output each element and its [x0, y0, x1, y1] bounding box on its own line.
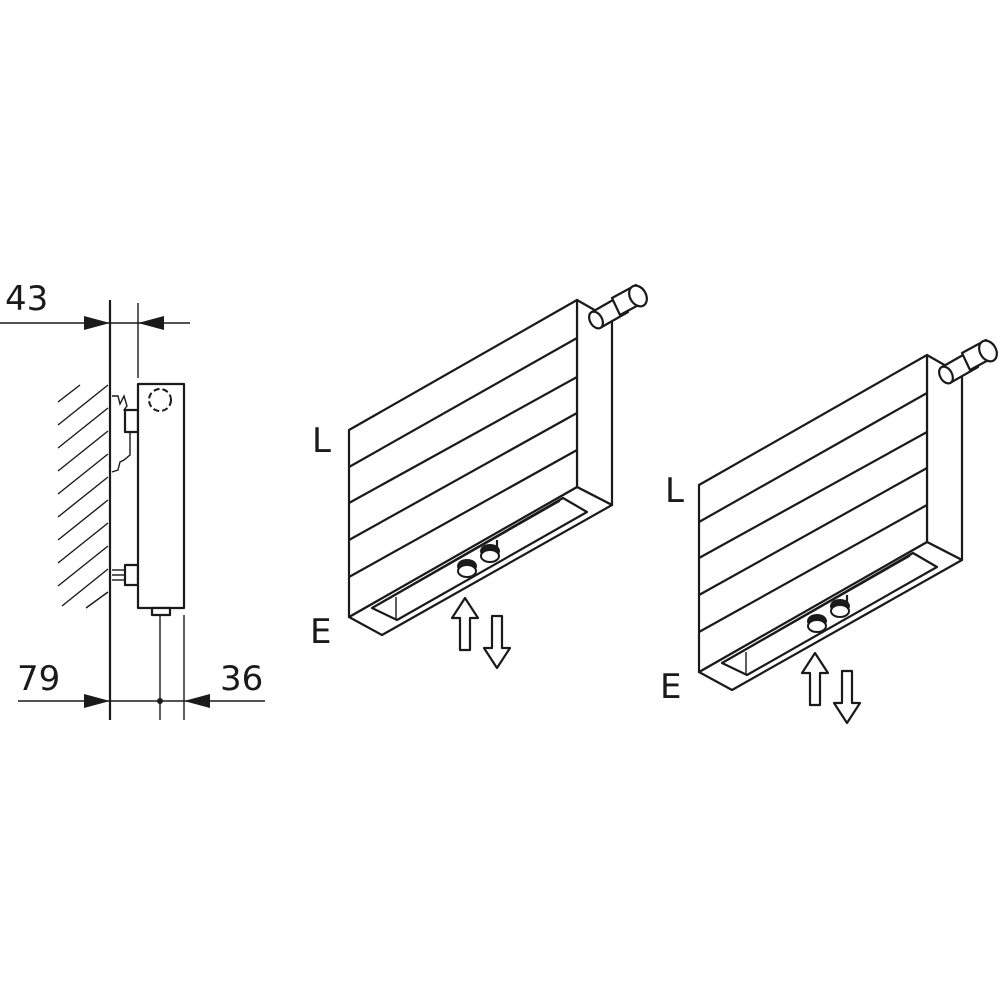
wall-hatching	[57, 384, 109, 609]
dim-depth-43: 43	[5, 279, 48, 319]
dim-79: 79	[17, 659, 60, 699]
label-L: L	[312, 421, 331, 461]
top-bracket	[123, 408, 140, 434]
radiator-1: L E	[310, 281, 652, 670]
radiator-section	[136, 382, 186, 610]
label-E: E	[660, 667, 681, 707]
radiator-2: L E	[660, 336, 1000, 725]
label-E: E	[310, 612, 331, 652]
label-L: L	[665, 471, 684, 511]
side-view: 43 79 36	[0, 279, 265, 720]
bottom-bracket	[123, 563, 140, 587]
dim-36: 36	[220, 659, 263, 699]
valve-outline-icon	[148, 388, 172, 412]
